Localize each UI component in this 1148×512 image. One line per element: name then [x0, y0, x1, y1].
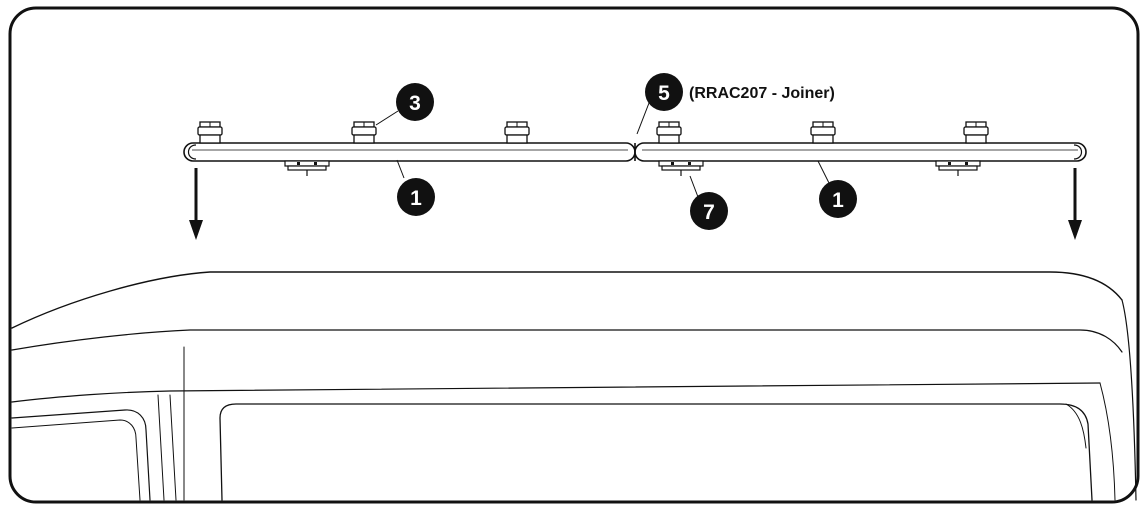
side-window — [219, 403, 1093, 501]
end-cap-left — [187, 144, 197, 160]
leader-7 — [689, 175, 699, 198]
bottom-clamp — [284, 160, 330, 176]
left-window-inner — [11, 419, 141, 501]
roof-top-edge — [11, 271, 1123, 329]
top-mount — [351, 121, 377, 144]
callout-1-right-number: 1 — [832, 189, 844, 212]
vehicle-body — [11, 271, 1137, 501]
top-mounts — [197, 121, 989, 144]
arrow-down-right — [1068, 168, 1082, 240]
top-mount — [810, 121, 836, 144]
leader-lines — [375, 102, 830, 198]
callout-3: 3 — [396, 83, 434, 121]
body-right-contour — [1121, 299, 1137, 501]
leader-1b — [817, 160, 830, 184]
roof-gutter-line — [11, 382, 1101, 403]
arrow-down-left — [189, 168, 203, 240]
rail-left — [183, 142, 636, 162]
arrow-down-right-icon — [1068, 220, 1082, 240]
leader-3 — [375, 110, 399, 126]
left-window — [11, 409, 151, 501]
arrow-down-left-icon — [189, 220, 203, 240]
leader-5 — [636, 102, 650, 135]
diagram-frame — [8, 6, 1140, 504]
side-window-inner — [1065, 403, 1087, 449]
body-right-inner — [1099, 382, 1116, 501]
bottom-clamp — [935, 160, 981, 176]
callout-3-number: 3 — [409, 92, 421, 115]
callout-1-right: 1 — [819, 180, 857, 218]
rail-right — [634, 142, 1087, 162]
leader-1a — [396, 159, 405, 179]
callout-7-number: 7 — [703, 201, 715, 224]
callout-7: 7 — [690, 192, 728, 230]
callout-5: 5 — [645, 73, 683, 111]
joiner-label: (RRAC207 - Joiner) — [689, 85, 835, 102]
callout-5-number: 5 — [658, 82, 670, 105]
top-mount — [656, 121, 682, 144]
end-cap-right — [1073, 144, 1083, 160]
top-mount — [504, 121, 530, 144]
roof-rail-assembly — [183, 142, 1087, 162]
left-body-lines — [157, 394, 177, 501]
bottom-clamps — [284, 160, 981, 176]
callout-1-left: 1 — [397, 178, 435, 216]
roof-inner-edge — [11, 329, 1123, 353]
top-mount — [197, 121, 223, 144]
callout-1-left-number: 1 — [410, 187, 422, 210]
top-mount — [963, 121, 989, 144]
bottom-clamp — [658, 160, 704, 176]
